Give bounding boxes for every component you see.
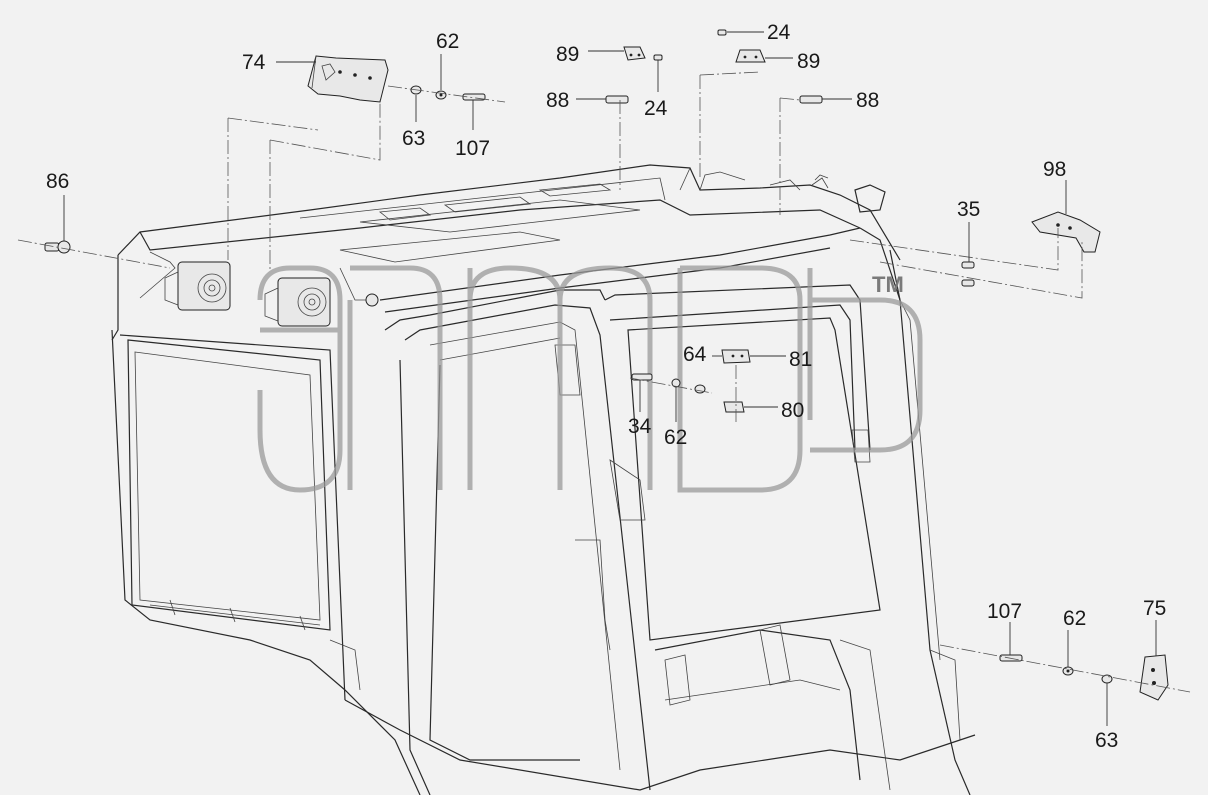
callout-63-bottom: 63 xyxy=(1095,729,1118,752)
part-98-bracket xyxy=(1031,211,1101,253)
part-24-screw-a xyxy=(653,54,663,61)
callout-89-right: 89 xyxy=(797,50,820,73)
callout-74: 74 xyxy=(242,51,266,74)
part-62-nut-top xyxy=(435,90,447,100)
part-88-pin-a xyxy=(605,95,629,104)
callout-64: 64 xyxy=(683,343,707,366)
part-64-81-plate xyxy=(721,349,751,364)
callout-75: 75 xyxy=(1143,597,1166,620)
part-89-plate-b xyxy=(735,49,766,63)
callout-62-mid: 62 xyxy=(664,426,687,449)
callout-81: 81 xyxy=(789,348,812,371)
callout-24-lower: 24 xyxy=(644,97,668,120)
callout-24-upper: 24 xyxy=(767,21,791,44)
callout-98: 98 xyxy=(1043,158,1066,181)
callout-34: 34 xyxy=(628,415,652,438)
callout-80: 80 xyxy=(781,399,804,422)
part-63-washer-bottom xyxy=(1101,674,1113,684)
callout-107-top: 107 xyxy=(455,137,490,160)
part-24-screw-b xyxy=(717,29,727,36)
watermark-tm: TM xyxy=(872,272,904,297)
callout-labels: 74 62 63 107 89 88 24 24 89 88 86 98 35 … xyxy=(46,21,1166,752)
callout-86: 86 xyxy=(46,170,69,193)
part-80-block xyxy=(723,401,745,413)
part-74-bracket xyxy=(307,55,389,103)
part-88-pin-b xyxy=(799,95,823,104)
callout-35: 35 xyxy=(957,198,980,221)
assembly-lines xyxy=(17,71,1191,693)
part-62-nut-bottom xyxy=(1062,666,1074,676)
callout-62-bottom: 62 xyxy=(1063,607,1086,630)
rear-lamp-right xyxy=(264,277,331,327)
rear-lamp-left xyxy=(164,261,231,311)
part-86-bolt xyxy=(44,240,71,254)
callout-62-top: 62 xyxy=(436,30,459,53)
part-75-bracket xyxy=(1139,654,1169,701)
callout-88-left: 88 xyxy=(546,89,569,112)
leader-lines xyxy=(63,31,1157,726)
part-89-plate-a xyxy=(623,46,646,61)
callout-89-left: 89 xyxy=(556,43,579,66)
part-62-nut-mid xyxy=(671,378,681,388)
callout-63-top: 63 xyxy=(402,127,425,150)
cab-body xyxy=(111,164,976,795)
watermark-logo: TM xyxy=(257,265,923,493)
callout-88-right: 88 xyxy=(856,89,879,112)
callout-107-bottom: 107 xyxy=(987,600,1022,623)
part-35-pin xyxy=(961,261,975,287)
